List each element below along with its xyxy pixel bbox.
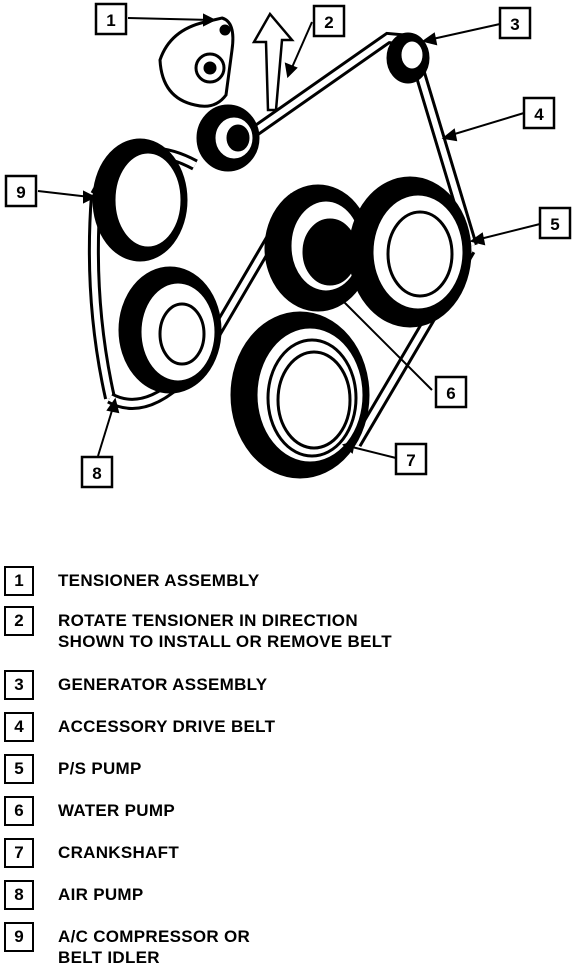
legend-label: P/S PUMP [58,759,142,778]
legend-label: CRANKSHAFT [58,843,180,862]
leader-lines [37,13,541,459]
legend-item-crankshaft: 7 CRANKSHAFT [4,838,179,868]
legend-number: 1 [4,566,34,596]
ps-pump-pulley [348,176,472,328]
legend-label: TENSIONER ASSEMBLY [58,571,260,590]
svg-text:9: 9 [16,183,25,202]
legend-number: 5 [4,754,34,784]
svg-text:2: 2 [324,13,333,32]
crankshaft-pulley [230,311,370,479]
legend-number: 7 [4,838,34,868]
tensioner-assembly [158,16,260,172]
water-pump-pulley [264,184,372,312]
legend-item-ac-compressor: 9 A/C COMPRESSOR OR BELT IDLER [4,922,250,968]
rotate-arrow-icon [251,11,295,112]
legend-item-generator: 3 GENERATOR ASSEMBLY [4,670,267,700]
callout-6: 6 [434,375,468,409]
callout-9: 9 [4,174,38,208]
svg-text:8: 8 [92,464,101,483]
legend-label: ROTATE TENSIONER IN DIRECTION SHOWN TO I… [58,611,392,651]
svg-text:4: 4 [534,105,544,124]
callout-3: 3 [498,6,532,40]
callout-4: 4 [522,96,556,130]
legend-number: 8 [4,880,34,910]
legend-number: 2 [4,606,34,636]
callout-5: 5 [538,206,572,240]
legend-number: 3 [4,670,34,700]
svg-text:1: 1 [106,11,115,30]
legend-label: AIR PUMP [58,885,144,904]
legend-label: ACCESSORY DRIVE BELT [58,717,276,736]
legend-number: 6 [4,796,34,826]
legend-label: A/C COMPRESSOR OR BELT IDLER [58,927,251,967]
legend-number: 9 [4,922,34,952]
generator-pulley [386,32,430,84]
svg-text:7: 7 [406,451,415,470]
callout-2: 2 [312,4,346,38]
ac-compressor-pulley [92,138,188,262]
legend-item-belt: 4 ACCESSORY DRIVE BELT [4,712,275,742]
svg-text:6: 6 [446,384,455,403]
air-pump-pulley [118,266,222,394]
legend-item-tensioner: 1 TENSIONER ASSEMBLY [4,566,260,596]
callout-7: 7 [394,442,428,476]
callout-8: 8 [80,455,114,489]
legend-label: GENERATOR ASSEMBLY [58,675,268,694]
svg-text:5: 5 [550,215,559,234]
legend-item-rotate: 2 ROTATE TENSIONER IN DIRECTION SHOWN TO… [4,606,392,652]
legend-item-ps-pump: 5 P/S PUMP [4,754,142,784]
belt-routing-diagram: 1 2 3 4 5 6 7 8 9 [4,2,572,489]
legend-label: WATER PUMP [58,801,175,820]
callout-1: 1 [94,2,128,36]
svg-text:3: 3 [510,15,519,34]
legend-item-air-pump: 8 AIR PUMP [4,880,144,910]
legend-item-water-pump: 6 WATER PUMP [4,796,175,826]
legend-number: 4 [4,712,34,742]
